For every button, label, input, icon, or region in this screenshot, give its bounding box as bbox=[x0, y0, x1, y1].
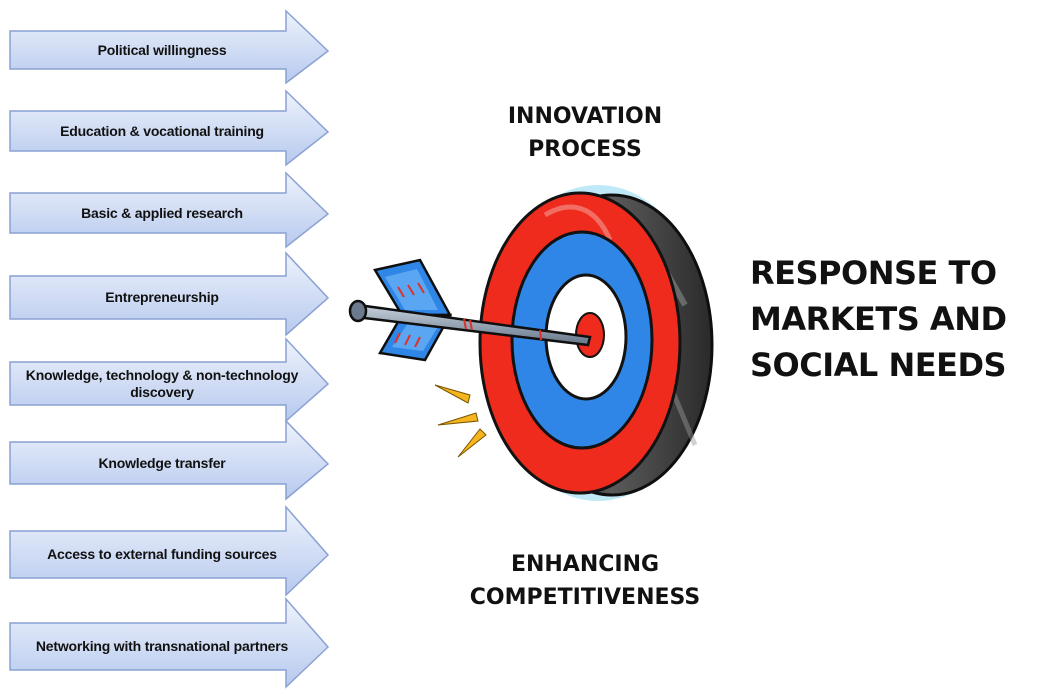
impact-burst bbox=[434, 384, 487, 458]
arrow-label: Access to external funding sources bbox=[47, 546, 277, 562]
enhancing-competitiveness-label: ENHANCING COMPETITIVENESS bbox=[469, 552, 701, 610]
arrow-label: Networking with transnational partners bbox=[35, 638, 289, 654]
arrow-shape bbox=[9, 9, 330, 85]
arrow-shape bbox=[9, 251, 330, 337]
arrow-shape bbox=[9, 419, 330, 501]
arrow-shape bbox=[9, 597, 330, 689]
arrow-label: Basic & applied research bbox=[81, 204, 243, 221]
arrow-entrepreneurship: Entrepreneurship bbox=[8, 251, 330, 337]
arrow-knowledge-transfer: Knowledge transfer bbox=[8, 419, 330, 501]
arrow-label: Political willingness bbox=[97, 41, 227, 58]
arrow-label: Entrepreneurship bbox=[105, 289, 219, 305]
target-illustration bbox=[348, 185, 714, 501]
arrow-label: Knowledge, technology & non-technology d… bbox=[25, 366, 299, 400]
arrow-networking-transnational-partners: Networking with transnational partners bbox=[8, 597, 330, 689]
arrow-external-funding-access: Access to external funding sources bbox=[8, 505, 330, 597]
target-board bbox=[478, 185, 714, 501]
arrow-shape bbox=[9, 337, 330, 423]
dart-arrow bbox=[348, 258, 592, 362]
innovation-process-label: INNOVATION PROCESS bbox=[507, 104, 663, 162]
arrow-shape bbox=[9, 89, 330, 167]
arrow-basic-applied-research: Basic & applied research bbox=[8, 171, 330, 249]
arrow-shape bbox=[9, 171, 330, 249]
arrow-knowledge-technology-discovery: Knowledge, technology & non-technology d… bbox=[8, 337, 330, 423]
arrow-political-willingness: Political willingness bbox=[8, 9, 330, 85]
arrow-label: Knowledge transfer bbox=[98, 454, 226, 471]
arrow-education-vocational-training: Education & vocational training bbox=[8, 89, 330, 167]
arrow-shape bbox=[9, 505, 330, 597]
response-label: RESPONSE TO MARKETS AND SOCIAL NEEDS bbox=[750, 254, 1007, 384]
arrow-label: Education & vocational training bbox=[60, 122, 264, 139]
